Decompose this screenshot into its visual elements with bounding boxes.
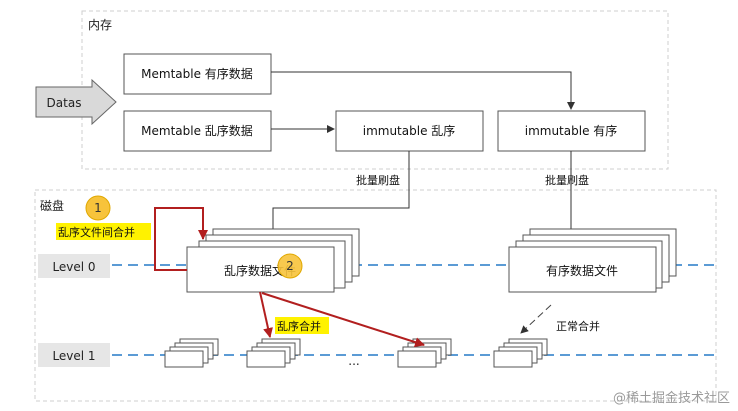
memtable-sorted-box	[123, 53, 272, 95]
step-badge-2: 2	[277, 253, 303, 279]
level1-label: Level 1	[52, 349, 95, 363]
immutable-unsorted-box	[335, 110, 484, 152]
normal-merge-arrow	[520, 304, 552, 334]
unsorted-file-merge-label: 乱序文件间合并	[58, 225, 135, 239]
disk-region	[34, 189, 717, 402]
step-badge-2-text: 2	[286, 259, 294, 273]
flush-left-arrow	[269, 151, 410, 242]
memtable-unsorted-label: Memtable 乱序数据	[141, 123, 253, 138]
memtable-unsorted-box	[123, 110, 272, 152]
memtable-sorted-to-immutable-arrow	[271, 71, 575, 110]
memory-region-label: 内存	[88, 18, 112, 32]
disk-region-label: 磁盘	[40, 198, 64, 213]
level1-tag	[38, 343, 110, 367]
unsorted-merge-arrow-left	[259, 291, 273, 338]
level0-label: Level 0	[52, 260, 95, 274]
datas-input-arrow: Datas	[35, 78, 117, 126]
level0-sorted-file-label: 有序数据文件	[546, 263, 618, 278]
level1-ellipsis: ...	[348, 354, 359, 368]
watermark: @稀土掘金技术社区	[613, 390, 730, 406]
unsorted-merge-highlight	[275, 317, 329, 334]
immutable-sorted-label: immutable 有序	[525, 123, 618, 138]
unsorted-file-merge-highlight	[56, 223, 151, 240]
level0-sorted-file-stack	[508, 228, 677, 293]
unsorted-merge-arrow-right	[261, 292, 425, 348]
immutable-unsorted-label: immutable 乱序	[363, 123, 456, 138]
memtable-sorted-label: Memtable 有序数据	[141, 66, 253, 81]
level0-unsorted-file-stack	[186, 228, 360, 293]
normal-merge-label: 正常合并	[556, 319, 600, 333]
flush-right-label: 批量刷盘	[545, 173, 589, 187]
immutable-sorted-box	[497, 110, 646, 152]
level0-tag	[38, 254, 110, 278]
datas-label: Datas	[47, 96, 82, 110]
unsorted-file-merge-loop-arrow	[154, 207, 208, 271]
level1-file-stack-2	[246, 338, 301, 368]
flush-left-label: 批量刷盘	[356, 173, 400, 187]
level1-file-stack-1	[164, 338, 219, 368]
level1-file-stack-4	[493, 338, 548, 368]
step-badge-1: 1	[85, 195, 111, 221]
unsorted-merge-label: 乱序合并	[277, 319, 321, 333]
step-badge-1-text: 1	[94, 201, 102, 215]
